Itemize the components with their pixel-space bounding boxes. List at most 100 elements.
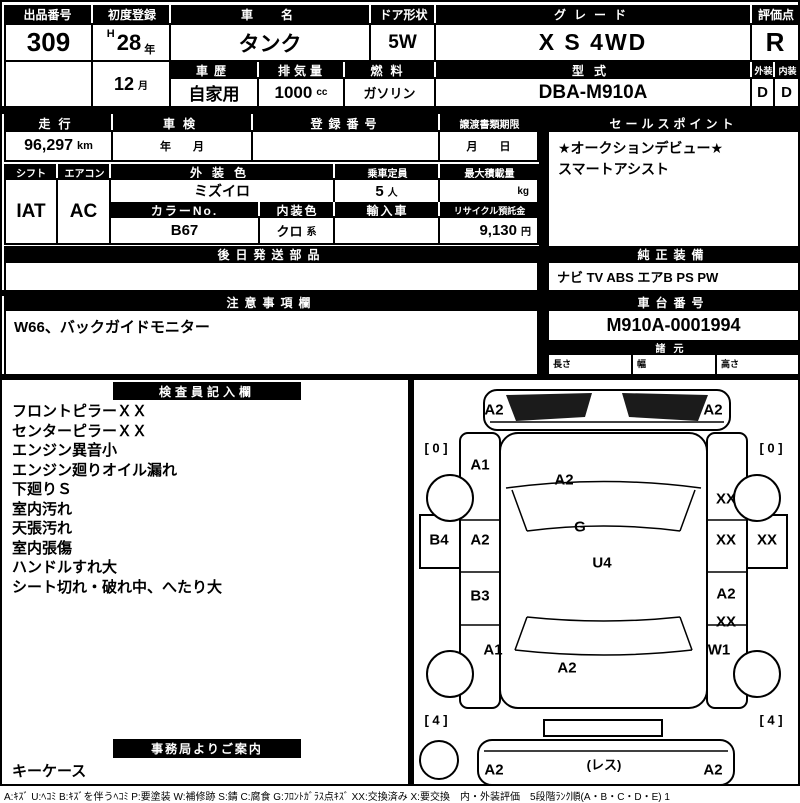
- mileage-header: 走行: [4, 114, 113, 132]
- diagram-damage-code: A2: [484, 761, 504, 779]
- inspector-note-line: フロントピラーＸＸ: [12, 403, 148, 420]
- grade-value: X S 4WD: [434, 23, 752, 62]
- diagram-damage-code: B3: [470, 587, 490, 605]
- spec-length-cell: 長さ: [547, 353, 633, 376]
- era-letter: H: [106, 28, 115, 40]
- door-shape-value: 5W: [369, 23, 436, 62]
- diagram-damage-code: A2: [470, 531, 490, 549]
- lot-number-value: 309: [4, 23, 93, 62]
- office-info-value: キーケース: [12, 763, 87, 780]
- score-value: R: [750, 23, 800, 62]
- model-code-value: DBA-M910A: [434, 77, 752, 108]
- interior-score-header: 内装: [773, 62, 800, 79]
- diagram-damage-code: [ 4 ]: [759, 712, 783, 728]
- spec-header: 諸元: [547, 340, 800, 355]
- inspector-note-line: 室内汚れ: [12, 500, 73, 518]
- notes-content: W66、バックガイドモニター: [4, 309, 539, 376]
- transfer-deadline-header: 譲渡書類期限: [438, 114, 539, 132]
- exterior-score-value: D: [750, 77, 775, 108]
- diagram-damage-code: A2: [557, 659, 577, 677]
- diagram-damage-code: A2: [554, 471, 574, 489]
- sales-point-line: スマートアシスト: [558, 161, 670, 177]
- score-header: 評価点: [750, 5, 800, 23]
- transfer-deadline-value: 月 日: [438, 130, 539, 162]
- diagram-damage-code: A1: [483, 641, 503, 659]
- car-history-value: 自家用: [169, 77, 259, 108]
- color-number-header: カラーNo.: [109, 202, 260, 218]
- divider-bar: [2, 290, 800, 296]
- seating-capacity-header: 乗車定員: [333, 164, 440, 180]
- inspector-note-line: シート切れ・破れ中、へたり大: [12, 578, 223, 596]
- diagram-damage-code: XX: [715, 490, 737, 508]
- model-code-header: 型式: [434, 62, 752, 79]
- inspector-note-line: 天張汚れ: [12, 520, 73, 537]
- diagram-damage-code: XX: [715, 531, 737, 549]
- diagram-damage-code: A1: [470, 456, 490, 474]
- inspector-note-line: 室内張傷: [12, 539, 73, 557]
- footer-legend: A:ｷｽﾞ U:ﾍｺﾐ B:ｷｽﾞを伴うﾍｺﾐ P:要塗装 W:補修跡 S:錆 …: [4, 792, 670, 803]
- car-name-value: タンク: [169, 23, 371, 62]
- car-history-header: 車歴: [169, 62, 259, 79]
- genuine-equipment-header: 純正装備: [547, 246, 800, 263]
- diagram-damage-code: U4: [592, 554, 612, 572]
- diagram-damage-code: XX: [715, 613, 737, 631]
- office-info-header: 事務局よりご案内: [113, 739, 301, 758]
- genuine-equipment-value: ナビ TV ABS エアB PS PW: [547, 261, 800, 292]
- diagram-damage-code: (レス): [586, 757, 622, 773]
- diagram-damage-code: A2: [716, 585, 736, 603]
- diagram-damage-code: [ 0 ]: [759, 440, 783, 456]
- sales-point-content: ★オークションデビュー★ スマートアシスト: [547, 130, 800, 248]
- diagram-damage-code: [ 0 ]: [424, 440, 448, 456]
- divider-bar: [2, 106, 800, 114]
- inspector-note-line: 下廻りＳ: [12, 481, 73, 498]
- recycle-deposit-header: リサイクル預託金: [438, 202, 539, 218]
- diagram-damage-code: XX: [756, 531, 778, 549]
- aircon-header: エアコン: [56, 164, 111, 180]
- later-shipping-parts-value: [4, 261, 539, 292]
- max-load-value: kg: [438, 178, 539, 204]
- diagram-damage-code: W1: [707, 641, 731, 659]
- first-registration-header: 初度登録: [91, 5, 171, 23]
- chassis-number-header: 車台番号: [547, 294, 800, 311]
- later-shipping-parts-header: 後日発送部品: [4, 246, 539, 263]
- interior-color-header: 内装色: [258, 202, 335, 218]
- divider-bar: [2, 374, 800, 380]
- exterior-color-value: ミズイロ: [109, 178, 335, 204]
- color-number-value: B67: [109, 216, 260, 245]
- fuel-header: 燃料: [343, 62, 436, 79]
- registration-number-value: [251, 130, 440, 162]
- exterior-score-header: 外装: [750, 62, 775, 79]
- diagram-damage-code: A2: [703, 761, 723, 779]
- spec-width-cell: 幅: [631, 353, 717, 376]
- shift-header: シフト: [4, 164, 58, 180]
- inspector-note-line: エンジン廻りオイル漏れ: [12, 461, 178, 479]
- interior-color-value: クロ系: [258, 216, 335, 245]
- shift-value: IAT: [4, 178, 58, 245]
- inspector-notes-header: 検査員記入欄: [113, 382, 301, 400]
- door-shape-header: ドア形状: [369, 5, 436, 23]
- registration-number-header: 登録番号: [251, 114, 440, 132]
- sales-point-line: ★オークションデビュー★: [558, 140, 724, 156]
- import-car-header: 輸入車: [333, 202, 440, 218]
- inspector-note-line: エンジン異音小: [12, 442, 118, 459]
- diagram-damage-code: B4: [429, 531, 449, 549]
- divider-bar-vertical: [408, 380, 414, 786]
- interior-score-value: D: [773, 77, 800, 108]
- sales-point-header: セールスポイント: [547, 114, 800, 132]
- displacement-header: 排気量: [257, 62, 345, 79]
- inspection-expiry-header: 車検: [111, 114, 253, 132]
- spec-height-cell: 高さ: [715, 353, 800, 376]
- max-load-header: 最大積載量: [438, 164, 539, 180]
- car-name-header: 車 名: [169, 5, 371, 23]
- notes-header: 注意事項欄: [4, 294, 539, 311]
